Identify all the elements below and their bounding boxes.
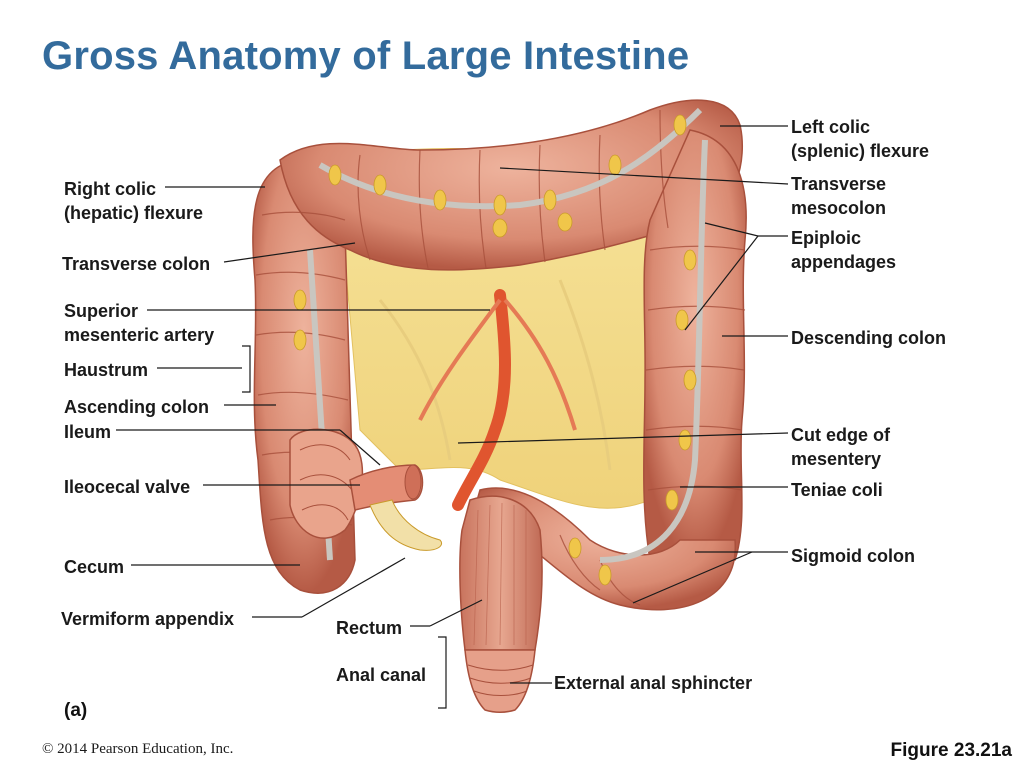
label-ileocecal-valve: Ileocecal valve: [64, 477, 191, 497]
label-external-anal-sphincter: External anal sphincter: [554, 673, 753, 693]
vermiform-appendix: [369, 499, 443, 551]
label-transverse-colon: Transverse colon: [62, 254, 211, 274]
label-descending-colon: Descending colon: [791, 328, 947, 348]
label-anal-canal: Anal canal: [336, 665, 427, 685]
label-sigmoid-colon: Sigmoid colon: [791, 546, 915, 566]
ileum-cecum: [289, 428, 424, 539]
epiploic-appendages: [293, 114, 697, 586]
rectum: [459, 495, 543, 651]
copyright-notice: © 2014 Pearson Education, Inc.: [42, 741, 234, 757]
leader-lines: [116, 125, 789, 709]
label-cecum: Cecum: [64, 557, 125, 577]
label-ascending-colon: Ascending colon: [64, 397, 210, 417]
anal-canal: [464, 649, 536, 713]
label-vermiform-appendix: Vermiform appendix: [61, 609, 235, 629]
figure-number: Figure 23.21a: [890, 740, 1012, 761]
label-rectum: Rectum: [336, 618, 403, 638]
label-haustrum: Haustrum: [64, 360, 149, 380]
label-teniae-coli: Teniae coli: [791, 480, 883, 500]
superior-mesenteric-artery: [418, 289, 577, 511]
page-title: Gross Anatomy of Large Intestine: [42, 34, 690, 78]
label-ileum: Ileum: [64, 422, 112, 442]
panel-label: (a): [64, 700, 88, 721]
label-left-colic-flexure: Left colic(splenic) flexure: [791, 117, 930, 161]
label-right-colic-flexure: Right colic(hepatic) flexure: [64, 179, 204, 223]
